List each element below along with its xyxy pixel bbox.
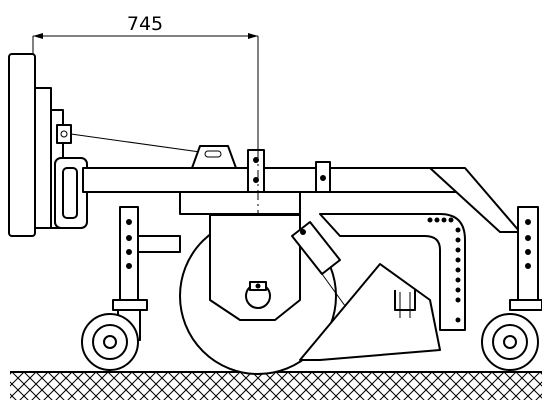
main-frame [82,167,521,233]
mounting-plate [8,53,88,237]
brush-drum [179,214,337,375]
dimension-label: 745 [127,13,163,35]
left-caster-wheel [81,206,181,371]
top-bracket [191,145,331,193]
link-rod [70,133,201,153]
ground [10,371,542,400]
brush-hood [299,213,466,361]
dimension: 745 [32,13,259,150]
right-caster-wheel [481,206,542,371]
hydraulic-cylinder [291,221,349,311]
